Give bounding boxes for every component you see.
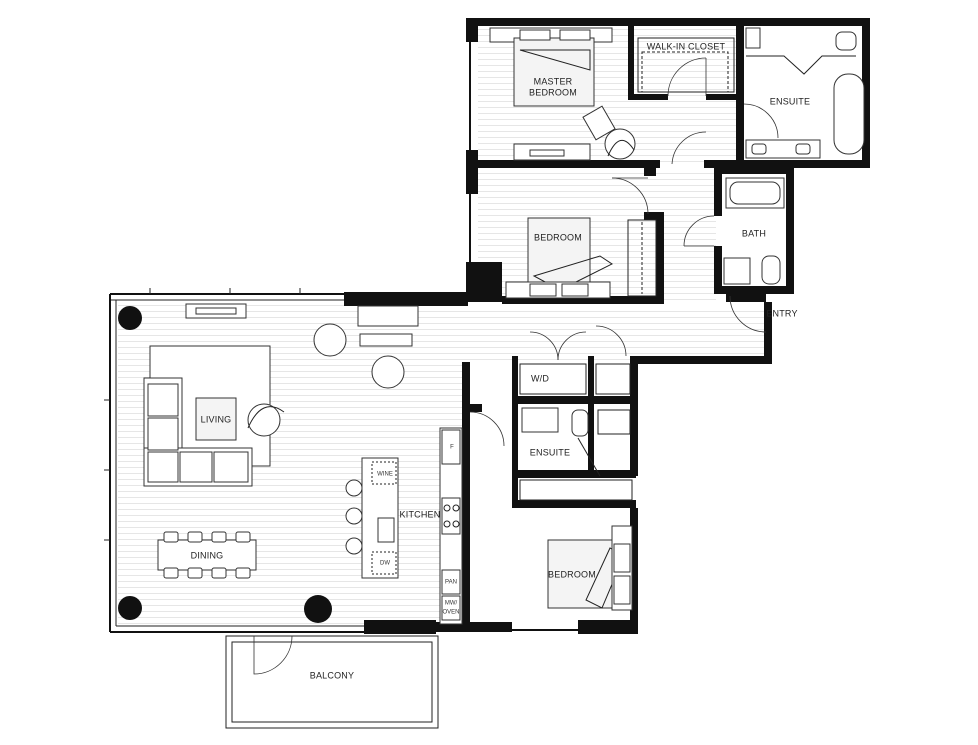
room-label-entry: ENTRY: [766, 308, 797, 318]
bath-fixtures: [683, 177, 785, 333]
room-label-living: LIVING: [201, 414, 232, 424]
upper-wing-walls: [466, 18, 870, 304]
room-label-master-bedroom-1: MASTER: [534, 76, 573, 86]
room-label-bedroom-2: BEDROOM: [534, 232, 582, 242]
window-markers: [104, 288, 301, 541]
room-label-walk-in-closet: WALK-IN CLOSET: [647, 41, 726, 51]
room-label-dining: DINING: [191, 550, 224, 560]
room-label-bedroom-3: BEDROOM: [548, 569, 596, 579]
balcony: [225, 635, 439, 729]
walk-in-closet-details: [637, 37, 735, 97]
bedroom-2-furniture: [505, 177, 657, 299]
dining-furniture: [157, 531, 257, 579]
laundry-and-ensuite-2: [519, 325, 633, 501]
room-label-ensuite-master: ENSUITE: [770, 96, 810, 106]
living-furniture: [143, 303, 419, 487]
room-label-wd: W/D: [531, 373, 549, 383]
room-label-master-bedroom-2: BEDROOM: [529, 87, 577, 97]
fixture-label-oven: OVEN: [442, 610, 459, 616]
fixture-label-mw: MW/: [445, 601, 458, 607]
master-bedroom-furniture: [489, 27, 636, 161]
room-label-balcony: BALCONY: [310, 670, 354, 680]
master-ensuite-fixtures: [671, 27, 865, 165]
main-wing-walls: [109, 292, 772, 634]
fixture-label-dw: DW: [380, 561, 390, 567]
room-label-ensuite-2: ENSUITE: [530, 447, 570, 457]
fixture-label-wine: WINE: [377, 472, 393, 478]
kitchen-fixtures: [345, 411, 505, 625]
fixture-label-fridge: F: [450, 445, 454, 451]
structural-columns: [118, 306, 332, 623]
room-label-kitchen: KITCHEN: [400, 509, 441, 519]
fixture-label-pan: PAN: [445, 580, 457, 586]
bedroom-3-furniture: [547, 525, 633, 611]
room-label-bath: BATH: [742, 228, 766, 238]
